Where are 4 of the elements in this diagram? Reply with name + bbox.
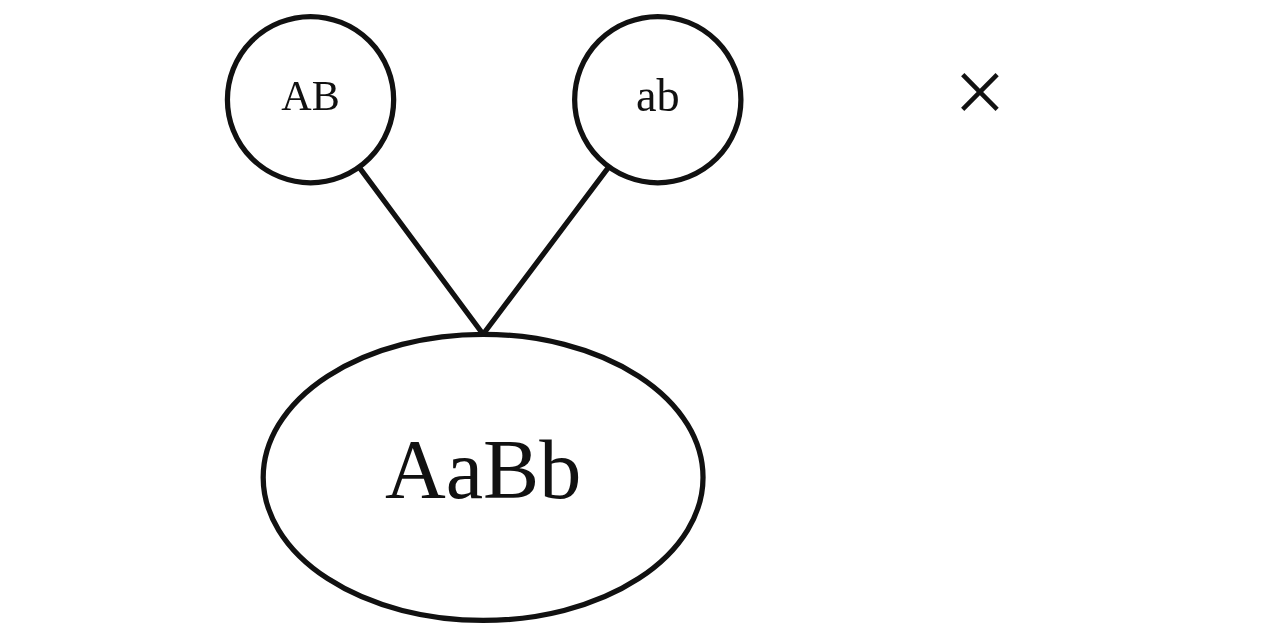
node-circle: AB	[224, 13, 397, 186]
node-ellipse: AaBb	[260, 331, 706, 624]
label: ×	[953, 40, 1006, 144]
node-circle: ab	[572, 13, 744, 186]
